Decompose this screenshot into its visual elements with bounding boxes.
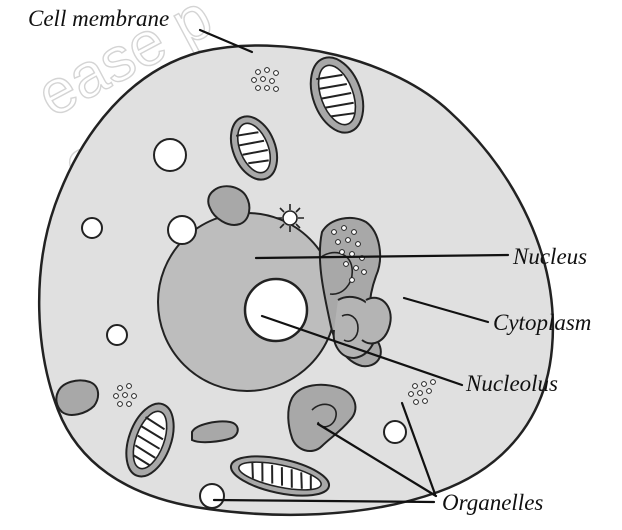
- label-nucleus: Nucleus: [512, 244, 587, 269]
- vesicle-2: [168, 216, 196, 244]
- vesicle-1: [154, 139, 186, 171]
- vesicle-cluster-top: [252, 68, 279, 92]
- vesicle-3: [82, 218, 102, 238]
- vesicle-4: [107, 325, 127, 345]
- vesicle-5: [384, 421, 406, 443]
- vesicle-6: [200, 484, 224, 508]
- label-nucleolus: Nucleolus: [465, 371, 558, 396]
- centriole: [276, 204, 304, 232]
- label-cytoplasm: Cytoplasm: [493, 310, 591, 335]
- label-cell-membrane: Cell membrane: [28, 6, 169, 31]
- nucleolus: [245, 279, 307, 341]
- label-organelles: Organelles: [442, 490, 543, 515]
